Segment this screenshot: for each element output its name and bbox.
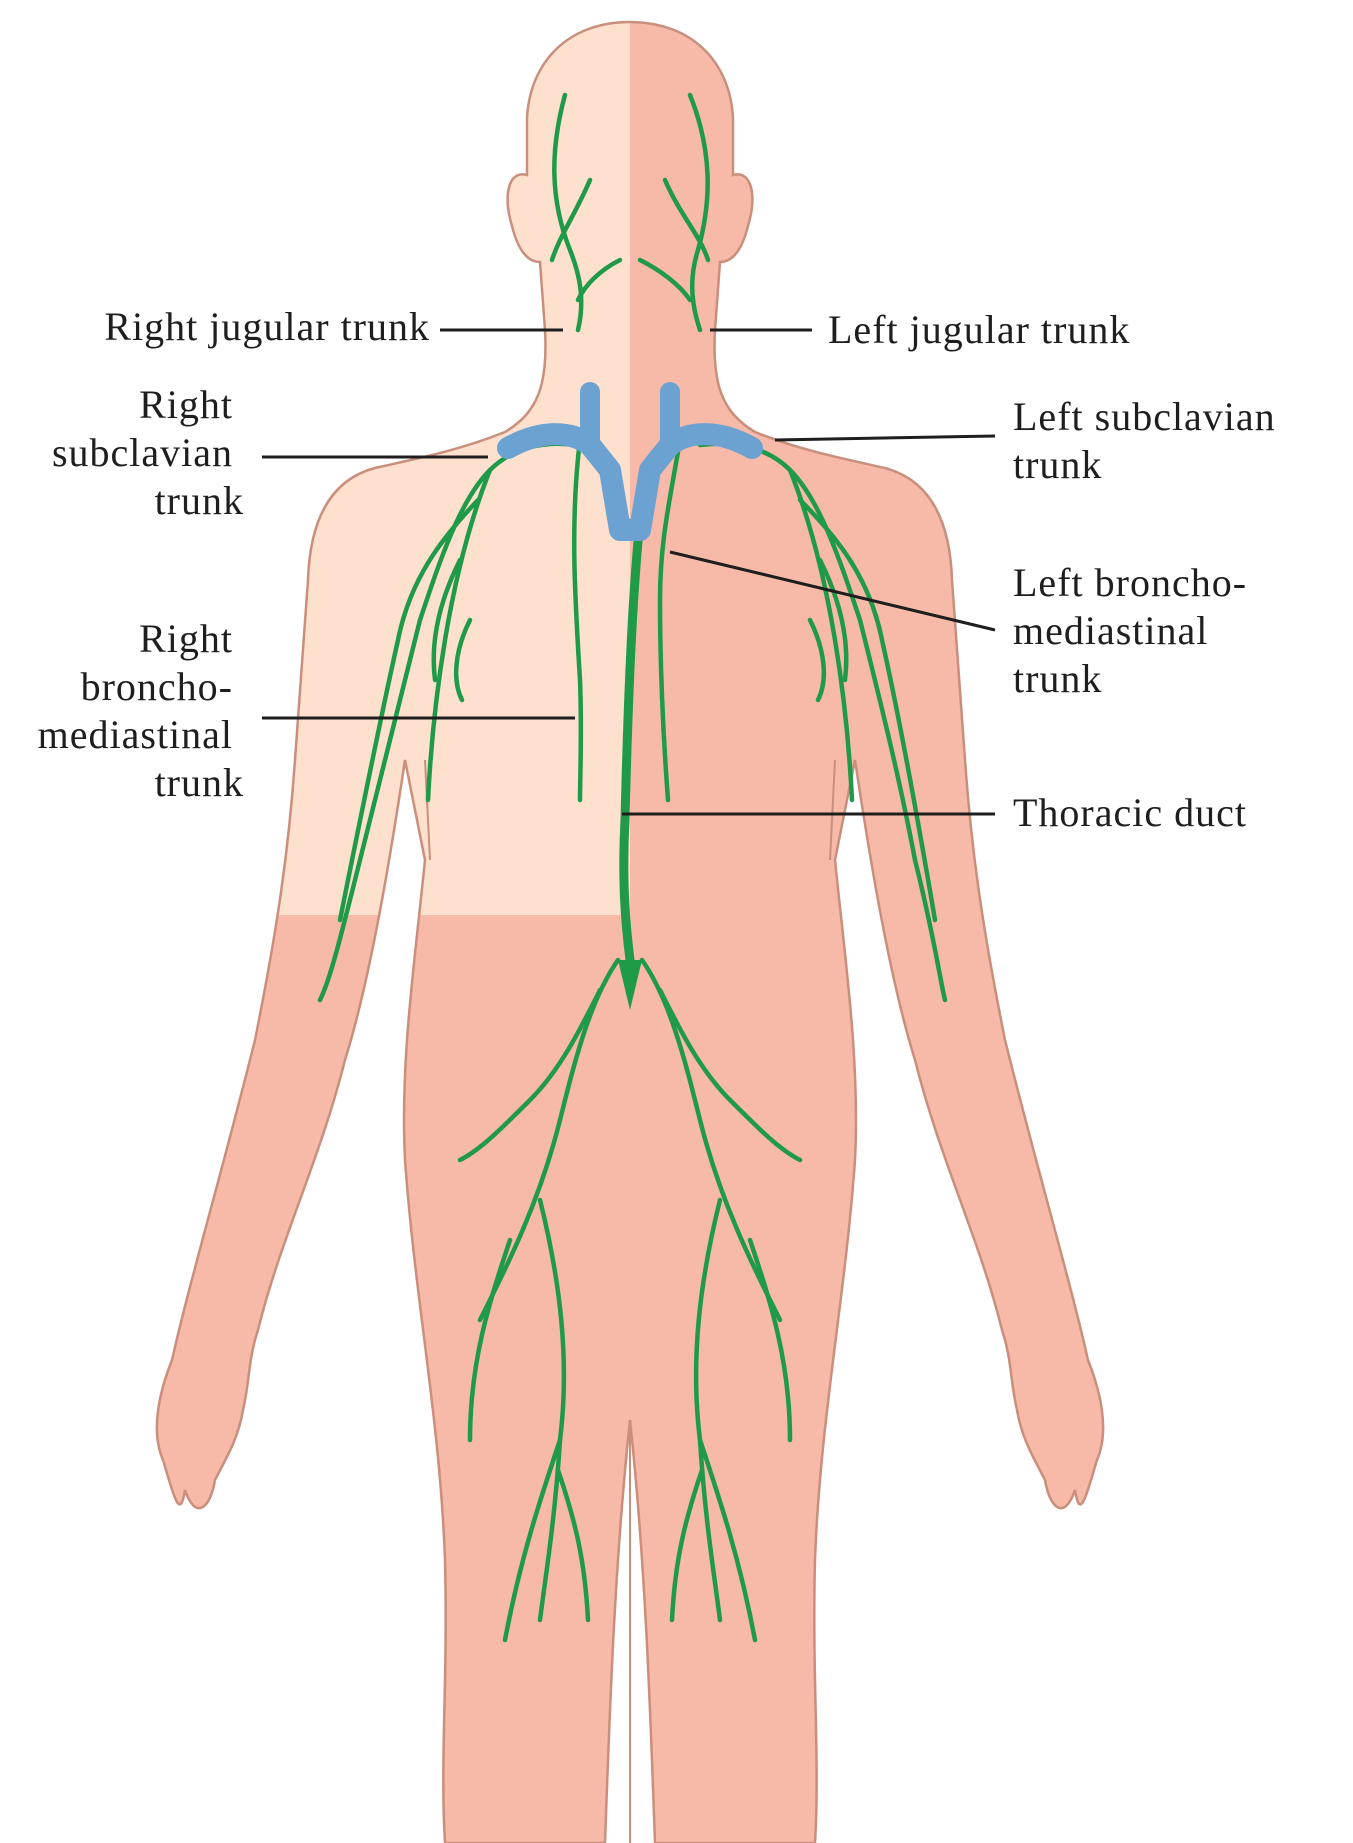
label-left-bronchomediastinal-trunk: Left broncho- mediastinal trunk <box>1013 560 1258 701</box>
label-left-subclavian-trunk: Left subclavian trunk <box>1013 394 1287 487</box>
leader-left-subclavian <box>775 436 995 440</box>
label-right-jugular-trunk: Right jugular trunk <box>104 304 430 349</box>
label-thoracic-duct: Thoracic duct <box>1013 790 1247 835</box>
label-right-subclavian-trunk: Right subclavian trunk <box>52 382 244 523</box>
label-right-bronchomediastinal-trunk: Right broncho- mediastinal trunk <box>38 616 244 805</box>
label-left-jugular-trunk: Left jugular trunk <box>828 307 1130 352</box>
